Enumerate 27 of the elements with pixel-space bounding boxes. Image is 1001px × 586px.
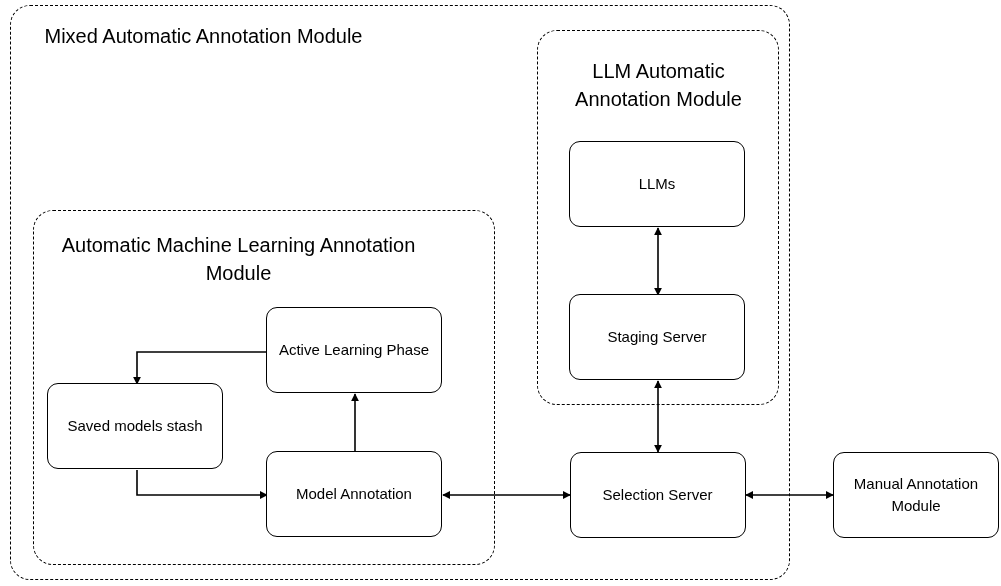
process-box bbox=[266, 307, 442, 393]
module-container bbox=[10, 5, 790, 580]
arrow bbox=[442, 491, 571, 499]
module-container bbox=[32, 209, 495, 565]
module-container bbox=[536, 29, 779, 405]
arrow bbox=[745, 491, 834, 499]
arrow bbox=[654, 227, 662, 296]
box-label: Model Annotation bbox=[295, 484, 413, 504]
arrow bbox=[654, 380, 662, 453]
box-label: Active Learning Phase bbox=[277, 340, 431, 360]
box-label: Selection Server bbox=[601, 484, 714, 505]
process-box bbox=[569, 141, 745, 227]
box-label: Manual Annotation Module bbox=[852, 474, 980, 516]
arrow bbox=[133, 351, 268, 385]
process-box bbox=[569, 451, 746, 538]
process-box bbox=[569, 294, 745, 380]
arrow bbox=[136, 469, 268, 499]
process-box bbox=[833, 452, 999, 538]
module-title: Mixed Automatic Annotation Module bbox=[43, 24, 364, 49]
process-box bbox=[266, 451, 442, 537]
arrow bbox=[351, 393, 359, 453]
module-title: LLM Automatic Annotation Module bbox=[574, 58, 743, 112]
process-box bbox=[47, 383, 223, 469]
box-label: Staging Server bbox=[606, 327, 708, 347]
box-label: Saved models stash bbox=[66, 416, 204, 436]
module-title: Automatic Machine Learning Annotation Module bbox=[60, 232, 417, 286]
box-label: LLMs bbox=[637, 174, 677, 194]
